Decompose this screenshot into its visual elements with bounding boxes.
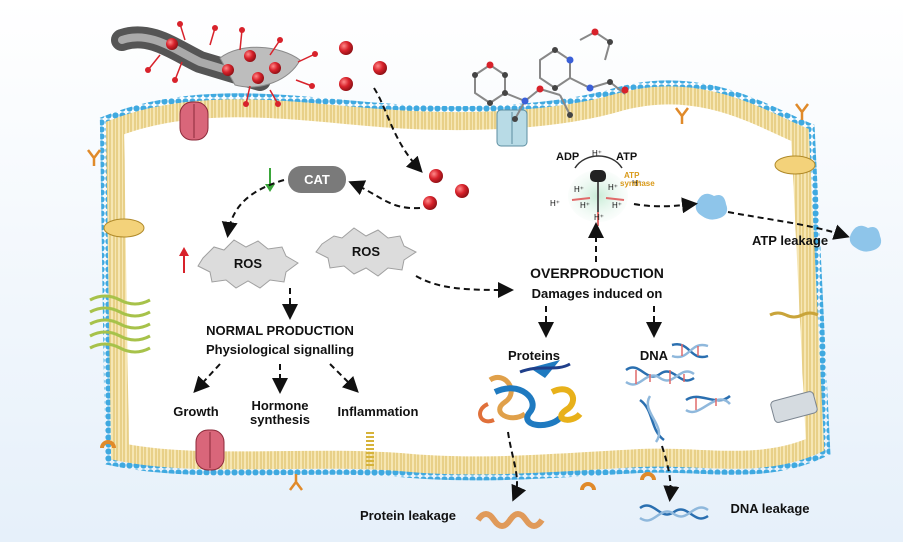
ros-burst-left: ROS bbox=[197, 239, 299, 289]
dna-icon bbox=[625, 343, 731, 443]
molecule-icon bbox=[472, 28, 629, 122]
receptor-icon bbox=[87, 103, 809, 491]
growth-label: Growth bbox=[173, 404, 219, 419]
svg-text:H⁺: H⁺ bbox=[580, 201, 590, 210]
protein-leakage-label: Protein leakage bbox=[360, 508, 456, 523]
normal-production-label: NORMAL PRODUCTION bbox=[206, 323, 354, 338]
physiological-signalling-label: Physiological signalling bbox=[206, 342, 354, 357]
channel-icon bbox=[179, 101, 209, 141]
ros-burst-right: ROS bbox=[315, 227, 417, 277]
overproduction-label: OVERPRODUCTION bbox=[530, 265, 664, 281]
atp-leakage-label: ATP leakage bbox=[752, 233, 828, 248]
dna-label: DNA bbox=[640, 348, 669, 363]
svg-text:H⁺: H⁺ bbox=[574, 185, 584, 194]
atp-synthase-label-2: synthase bbox=[620, 179, 655, 188]
proteins-label: Proteins bbox=[508, 348, 560, 363]
svg-text:H⁺: H⁺ bbox=[592, 149, 602, 158]
cat-shape: CAT bbox=[288, 166, 346, 193]
dna-leakage-label: DNA leakage bbox=[731, 501, 810, 516]
atp-label: ATP bbox=[616, 151, 637, 163]
damages-label: Damages induced on bbox=[532, 286, 663, 301]
atp-synthase-label-1: ATP bbox=[624, 171, 640, 180]
atp-molecule-icon bbox=[695, 193, 882, 252]
channel-icon bbox=[195, 429, 225, 471]
channel-icon bbox=[103, 218, 145, 238]
cell-membrane bbox=[99, 80, 831, 481]
protein-leakage-icon bbox=[475, 511, 545, 529]
ros-left-label: ROS bbox=[234, 256, 263, 271]
nanorod-icon bbox=[111, 21, 318, 107]
inflammation-label: Inflammation bbox=[338, 404, 419, 419]
membrane-protein-coil bbox=[769, 311, 819, 319]
receptor-icon bbox=[100, 440, 656, 490]
hormone-label-1: Hormone bbox=[251, 398, 308, 413]
membrane-protein-coil bbox=[89, 294, 151, 354]
flow-arrows bbox=[193, 87, 850, 502]
svg-text:H⁺: H⁺ bbox=[550, 199, 560, 208]
nanoparticle-icon bbox=[339, 41, 469, 210]
channel-icon bbox=[496, 109, 528, 147]
svg-text:H⁺: H⁺ bbox=[632, 179, 642, 188]
dna-leakage-icon bbox=[639, 504, 709, 522]
cat-label: CAT bbox=[304, 172, 330, 187]
svg-text:H⁺: H⁺ bbox=[608, 183, 618, 192]
up-arrow-icon bbox=[179, 247, 189, 273]
hormone-label-2: synthesis bbox=[250, 412, 310, 427]
protein-icon bbox=[478, 360, 583, 429]
atp-synthase-icon: H⁺ H⁺ H⁺ H⁺ H⁺ H⁺ H⁺ H⁺ bbox=[550, 149, 642, 226]
ros-right-label: ROS bbox=[352, 244, 381, 259]
adp-label: ADP bbox=[556, 151, 579, 163]
svg-text:H⁺: H⁺ bbox=[612, 201, 622, 210]
channel-icon bbox=[770, 391, 818, 423]
svg-text:H⁺: H⁺ bbox=[594, 213, 604, 222]
channel-icon bbox=[774, 155, 816, 175]
